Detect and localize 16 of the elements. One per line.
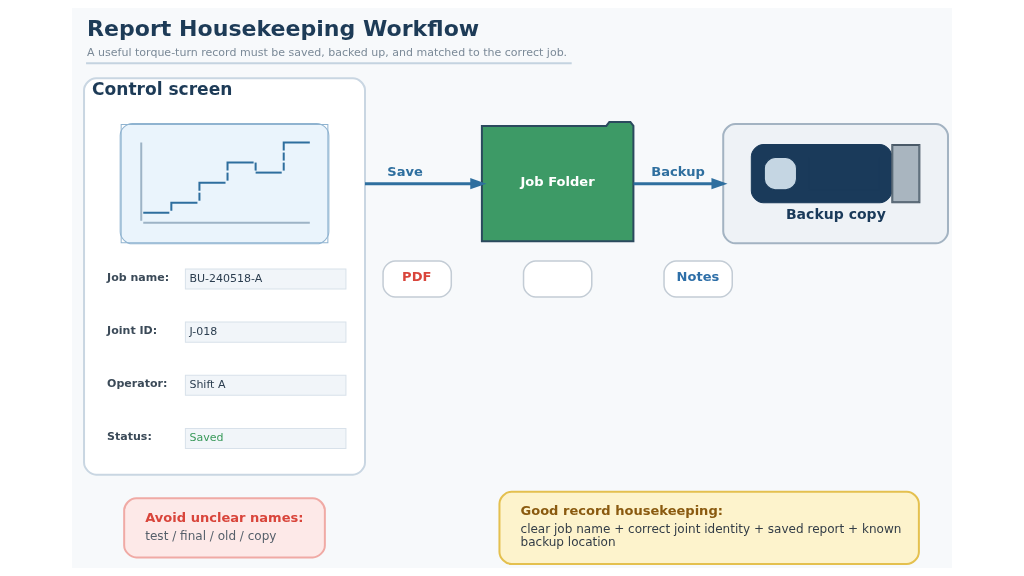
node-box: Avoid unclear names: test / final / old / copy xyxy=(123,497,326,559)
node-box: Good record housekeeping: clear job name + correct joint identity + saved report + known backup location xyxy=(498,490,920,565)
node-box xyxy=(522,260,593,298)
caption: A useful torque-turn record must be saved, backed up, and matched to the correct job. xyxy=(87,46,568,60)
arrow xyxy=(365,178,487,190)
edge-label: Backup xyxy=(651,164,705,180)
node-box: Notes xyxy=(663,260,733,298)
node-box: Backup copy xyxy=(722,122,949,245)
node-label: Status: xyxy=(107,430,152,444)
arrow xyxy=(633,178,728,190)
diagram-title: Report Housekeeping Workflow xyxy=(87,15,480,41)
node-label: Joint ID: xyxy=(107,323,158,337)
edge-label: Save xyxy=(387,164,423,180)
node-label: Operator: xyxy=(107,377,168,391)
node-label: Job name: xyxy=(107,270,170,284)
node-box: PDF xyxy=(382,260,453,298)
